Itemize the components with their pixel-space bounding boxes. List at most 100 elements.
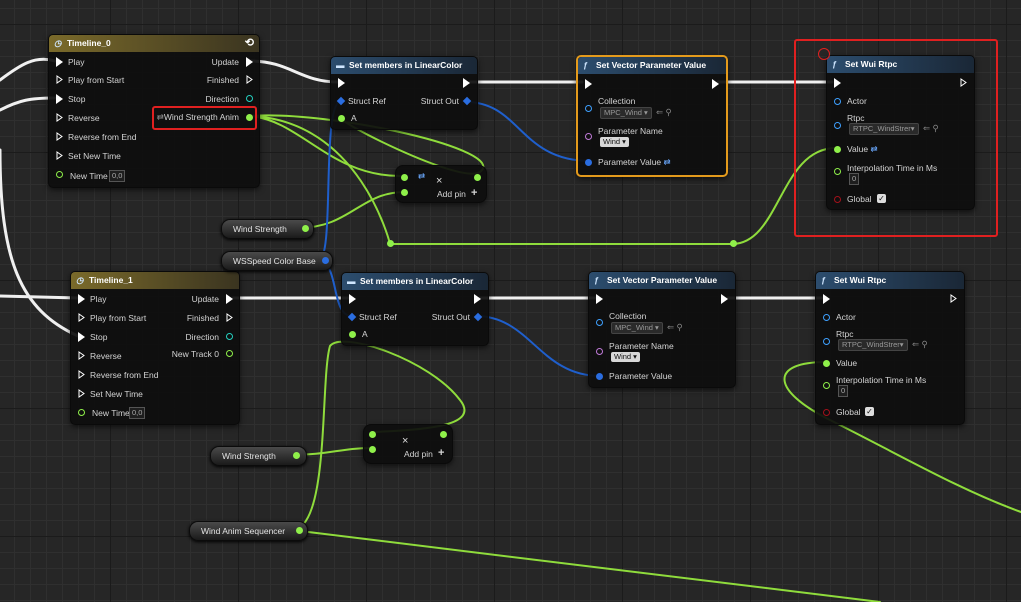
exec-in-pin[interactable]: [78, 351, 85, 360]
exec-in-pin[interactable]: [78, 332, 85, 342]
browse-icons[interactable]: ⇐ ⚲: [667, 322, 683, 332]
add-pin-plus-icon[interactable]: +: [471, 187, 478, 199]
variable-out-pin[interactable]: [293, 452, 300, 459]
set-vector-parameter-value-node-1[interactable]: ƒ Set Vector Parameter Value Collection …: [576, 55, 728, 177]
new-track-0-pin[interactable]: [226, 350, 233, 357]
parameter-name-dropdown[interactable]: Wind ▾: [600, 137, 629, 147]
exec-in-pin[interactable]: [78, 294, 85, 304]
a-pin[interactable]: [349, 331, 356, 338]
parameter-value-pin[interactable]: [585, 159, 592, 166]
add-pin-label[interactable]: Add pin: [404, 449, 433, 459]
parameter-value-pin[interactable]: [596, 373, 603, 380]
struct-ref-pin[interactable]: [347, 312, 357, 322]
set-members-header[interactable]: ▬ Set members in LinearColor: [342, 273, 488, 290]
collection-dropdown[interactable]: MPC_Wind ▾: [611, 322, 663, 334]
exec-in-pin[interactable]: [585, 79, 592, 89]
rtpc-header[interactable]: ƒ Set Wui Rtpc: [827, 56, 974, 73]
exec-in-pin[interactable]: [338, 78, 345, 88]
variable-wind-strength-1[interactable]: Wind Strength: [221, 219, 314, 239]
rtpc-pin[interactable]: [834, 122, 841, 129]
add-pin-plus-icon[interactable]: +: [438, 447, 445, 459]
set-members-linearcolor-node-2[interactable]: ▬ Set members in LinearColor Struct Ref …: [341, 272, 489, 346]
struct-out-pin[interactable]: [462, 96, 472, 106]
global-pin[interactable]: [823, 409, 830, 416]
variable-out-pin[interactable]: [322, 257, 329, 264]
timeline-0-header[interactable]: ◷ Timeline_0 ⟲: [49, 35, 259, 52]
output-pin[interactable]: [440, 431, 447, 438]
output-pin[interactable]: [474, 174, 481, 181]
reroute-knot[interactable]: [387, 240, 394, 247]
parameter-name-pin[interactable]: [596, 348, 603, 355]
vector-param-header[interactable]: ƒ Set Vector Parameter Value: [578, 57, 726, 74]
input-b-pin[interactable]: [369, 446, 376, 453]
exec-out-pin[interactable]: [960, 78, 967, 87]
global-checkbox[interactable]: ✓: [865, 407, 874, 416]
collection-dropdown[interactable]: MPC_Wind ▾: [600, 107, 652, 119]
exec-in-pin[interactable]: [823, 294, 830, 304]
value-pin[interactable]: [823, 360, 830, 367]
interp-time-input[interactable]: 0: [849, 173, 860, 185]
rtpc-header[interactable]: ƒ Set Wui Rtpc: [816, 272, 964, 289]
input-a-pin[interactable]: [401, 174, 408, 181]
actor-pin[interactable]: [823, 314, 830, 321]
exec-in-pin[interactable]: [56, 94, 63, 104]
parameter-name-pin[interactable]: [585, 133, 592, 140]
interp-time-input[interactable]: 0: [838, 385, 849, 397]
exec-out-pin[interactable]: [950, 294, 957, 303]
a-pin[interactable]: [338, 115, 345, 122]
collection-pin[interactable]: [585, 105, 592, 112]
exec-out-pin[interactable]: [474, 294, 481, 304]
rtpc-dropdown[interactable]: RTPC_WindStrer▾: [849, 123, 919, 135]
struct-out-pin[interactable]: [473, 312, 483, 322]
exec-in-pin[interactable]: [349, 294, 356, 304]
direction-pin[interactable]: [246, 95, 253, 102]
new-time-input[interactable]: 0,0: [129, 407, 146, 419]
add-pin-label[interactable]: Add pin: [437, 189, 466, 199]
exec-out-pin[interactable]: [226, 294, 233, 304]
set-vector-parameter-value-node-2[interactable]: ƒ Set Vector Parameter Value Collection …: [588, 271, 736, 388]
variable-out-pin[interactable]: [302, 225, 309, 232]
reroute-knot[interactable]: [730, 240, 737, 247]
rtpc-pin[interactable]: [823, 338, 830, 345]
variable-out-pin[interactable]: [296, 527, 303, 534]
timeline-1-node[interactable]: ◷ Timeline_1 Play Play from Start Stop R…: [70, 271, 240, 425]
exec-in-pin[interactable]: [78, 313, 85, 322]
variable-wind-strength-2[interactable]: Wind Strength: [210, 446, 307, 466]
exec-in-pin[interactable]: [56, 75, 63, 84]
exec-out-pin[interactable]: [246, 57, 253, 67]
variable-wsspeed-color-base[interactable]: WSSpeed Color Base: [221, 251, 333, 271]
global-checkbox[interactable]: ✓: [877, 194, 886, 203]
timeline-0-node[interactable]: ◷ Timeline_0 ⟲ Play Play from Start Stop…: [48, 34, 260, 188]
new-time-pin[interactable]: [78, 409, 85, 416]
input-b-pin[interactable]: [401, 189, 408, 196]
exec-in-pin[interactable]: [834, 78, 841, 88]
exec-in-pin[interactable]: [56, 132, 63, 141]
exec-out-pin[interactable]: [712, 79, 719, 89]
exec-in-pin[interactable]: [78, 389, 85, 398]
variable-wind-anim-sequencer[interactable]: Wind Anim Sequencer: [189, 521, 308, 541]
set-wui-rtpc-node-2[interactable]: ƒ Set Wui Rtpc Actor Rtpc RTPC_WindStrer…: [815, 271, 965, 425]
exec-in-pin[interactable]: [56, 151, 63, 160]
exec-out-pin[interactable]: [463, 78, 470, 88]
interp-time-pin[interactable]: [834, 168, 841, 175]
input-a-pin[interactable]: [369, 431, 376, 438]
actor-pin[interactable]: [834, 98, 841, 105]
exec-out-pin[interactable]: [246, 75, 253, 84]
new-time-input[interactable]: 0,0: [109, 170, 126, 182]
vector-param-header[interactable]: ƒ Set Vector Parameter Value: [589, 272, 735, 289]
timeline-1-header[interactable]: ◷ Timeline_1: [71, 272, 239, 289]
set-members-header[interactable]: ▬ Set members in LinearColor: [331, 57, 477, 74]
exec-in-pin[interactable]: [56, 57, 63, 67]
parameter-name-dropdown[interactable]: Wind ▾: [611, 352, 640, 362]
struct-ref-pin[interactable]: [336, 96, 346, 106]
exec-out-pin[interactable]: [721, 294, 728, 304]
interp-time-pin[interactable]: [823, 382, 830, 389]
browse-icons[interactable]: ⇐ ⚲: [923, 123, 939, 133]
multiply-node-1[interactable]: ⇄ × Add pin +: [395, 165, 487, 203]
browse-icons[interactable]: ⇐ ⚲: [656, 107, 672, 117]
browse-icons[interactable]: ⇐ ⚲: [912, 339, 928, 349]
exec-in-pin[interactable]: [78, 370, 85, 379]
multiply-node-2[interactable]: × Add pin +: [363, 424, 453, 464]
global-pin[interactable]: [834, 196, 841, 203]
exec-out-pin[interactable]: [226, 313, 233, 322]
